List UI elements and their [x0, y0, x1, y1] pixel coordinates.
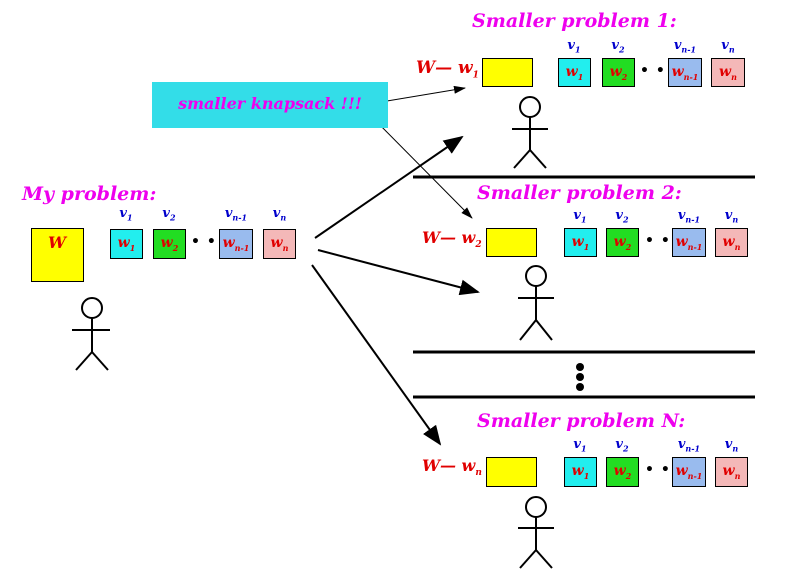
- subproblem-n-knapsack: [486, 457, 537, 487]
- subproblem-1-title: Smaller problem 1:: [472, 10, 677, 32]
- sub1-value-label-4: vn: [721, 38, 735, 55]
- subproblem-n-title: Smaller problem N:: [477, 410, 686, 432]
- sub2-item-3: wn-1: [672, 228, 706, 257]
- sub2-value-label-1: v1: [573, 208, 587, 225]
- ellipsis-dot: [576, 383, 584, 391]
- subn-item-3: wn-1: [672, 457, 706, 487]
- main-item-3: wn-1: [219, 229, 253, 259]
- callout-box: smaller knapsack !!!: [152, 82, 388, 128]
- arrow-to-subproblem-2: [317, 249, 480, 296]
- sub1-item-2: w2: [602, 58, 635, 87]
- subproblem-1-knapsack: [482, 58, 533, 87]
- subproblem-2-title: Smaller problem 2:: [477, 182, 682, 204]
- sub2-value-label-4: vn: [724, 208, 739, 225]
- subproblem-2-capacity-label: W— w2: [422, 228, 482, 251]
- callout-arrow-2: [369, 114, 473, 219]
- main-value-label-2: v2: [162, 206, 176, 223]
- ellipsis-dot: [576, 363, 584, 371]
- main-knapsack: W: [31, 228, 84, 282]
- subn-value-label-2: v2: [615, 437, 629, 454]
- sub2-item-2: w2: [606, 228, 639, 257]
- main-value-label-3: vn-1: [224, 206, 248, 223]
- stick-figure-main: [72, 297, 110, 371]
- main-value-label-4: vn: [272, 206, 287, 223]
- stick-figure-sub2: [518, 265, 554, 341]
- subn-value-label-3: vn-1: [677, 437, 701, 454]
- subn-value-label-1: v1: [573, 437, 587, 454]
- stick-figure-subn: [518, 496, 554, 569]
- sub1-item-4: wn: [711, 58, 745, 87]
- subproblem-n-capacity-label: W— wn: [422, 456, 482, 479]
- subn-item-2: w2: [606, 457, 639, 487]
- sub2-value-label-2: v2: [615, 208, 629, 225]
- arrow-to-subproblem-1: [314, 135, 464, 239]
- main-item-1: w1: [110, 229, 143, 259]
- subproblem-1-capacity-label: W— w1: [416, 58, 479, 81]
- my-problem-title: My problem:: [22, 183, 157, 205]
- sub1-item-1: w1: [558, 58, 591, 87]
- arrow-to-subproblem-n: [311, 264, 442, 446]
- callout-text: smaller knapsack !!!: [178, 94, 362, 113]
- sub2-value-label-3: vn-1: [677, 208, 701, 225]
- main-item-4: wn: [263, 229, 296, 259]
- sub1-value-label-1: v1: [567, 38, 581, 55]
- ellipsis-dot: [576, 373, 584, 381]
- sub2-item-1: w1: [564, 228, 597, 257]
- knapsack-label: W: [48, 233, 66, 252]
- sub1-value-label-3: vn-1: [673, 38, 697, 55]
- subn-item-1: w1: [564, 457, 597, 487]
- sub2-item-4: wn: [715, 228, 748, 257]
- subn-item-4: wn: [715, 457, 748, 487]
- subproblem-2-knapsack: [486, 228, 537, 257]
- stick-figure-sub1: [512, 96, 548, 169]
- sub1-item-3: wn-1: [668, 58, 702, 87]
- sub1-value-label-2: v2: [611, 38, 625, 55]
- callout-arrow-1: [374, 85, 466, 104]
- main-item-2: w2: [153, 229, 186, 259]
- main-value-label-1: v1: [119, 206, 133, 223]
- subn-value-label-4: vn: [724, 437, 739, 454]
